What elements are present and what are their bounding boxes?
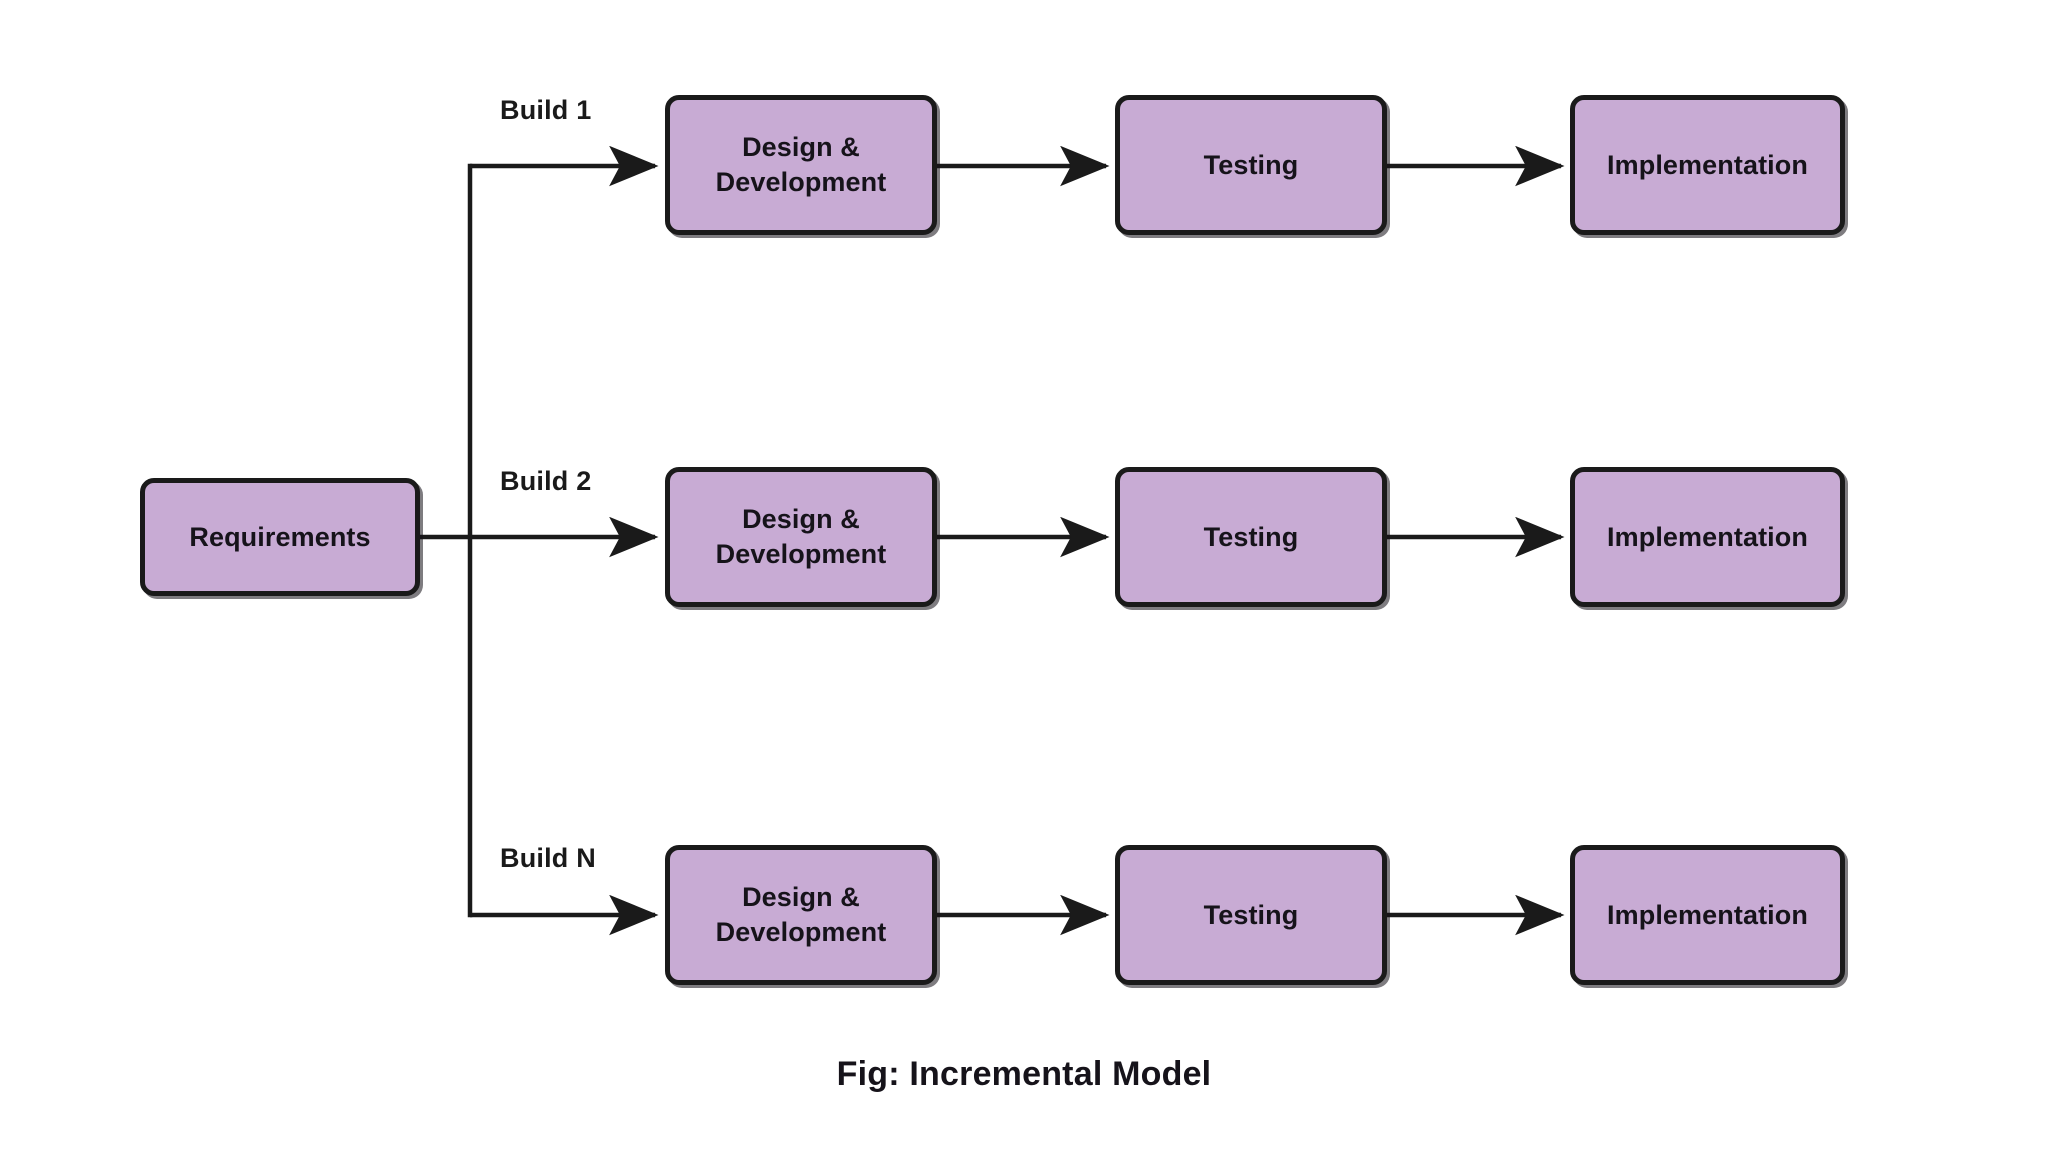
node-build1-testing[interactable]: Testing — [1115, 95, 1387, 235]
node-build2-implementation-label: Implementation — [1607, 521, 1808, 552]
node-build1-testing-label: Testing — [1203, 149, 1299, 180]
branch-label-build-1: Build 1 — [500, 95, 592, 125]
node-buildn-implementation-label: Implementation — [1607, 899, 1808, 930]
node-build2-design-development-label: Design & Development — [715, 504, 887, 569]
branch-label-build-2: Build 2 — [500, 466, 592, 496]
node-build1-implementation-label: Implementation — [1607, 149, 1808, 180]
node-build2-implementation[interactable]: Implementation — [1570, 467, 1845, 607]
branch-label-build-n: Build N — [500, 843, 596, 873]
node-build1-design-development[interactable]: Design & Development — [665, 95, 937, 235]
node-build2-testing[interactable]: Testing — [1115, 467, 1387, 607]
node-build2-design-development[interactable]: Design & Development — [665, 467, 937, 607]
node-build1-design-development-label: Design & Development — [715, 132, 887, 197]
node-buildn-design-development-label: Design & Development — [715, 882, 887, 947]
node-buildn-design-development[interactable]: Design & Development — [665, 845, 937, 985]
node-buildn-testing-label: Testing — [1203, 899, 1299, 930]
node-requirements-label: Requirements — [189, 521, 371, 552]
figure-caption: Fig: Incremental Model — [0, 1055, 2048, 1094]
figure-caption-text: Fig: Incremental Model — [836, 1055, 1212, 1093]
node-buildn-implementation[interactable]: Implementation — [1570, 845, 1845, 985]
node-build1-implementation[interactable]: Implementation — [1570, 95, 1845, 235]
node-buildn-testing[interactable]: Testing — [1115, 845, 1387, 985]
node-requirements[interactable]: Requirements — [140, 478, 420, 596]
node-build2-testing-label: Testing — [1203, 521, 1299, 552]
